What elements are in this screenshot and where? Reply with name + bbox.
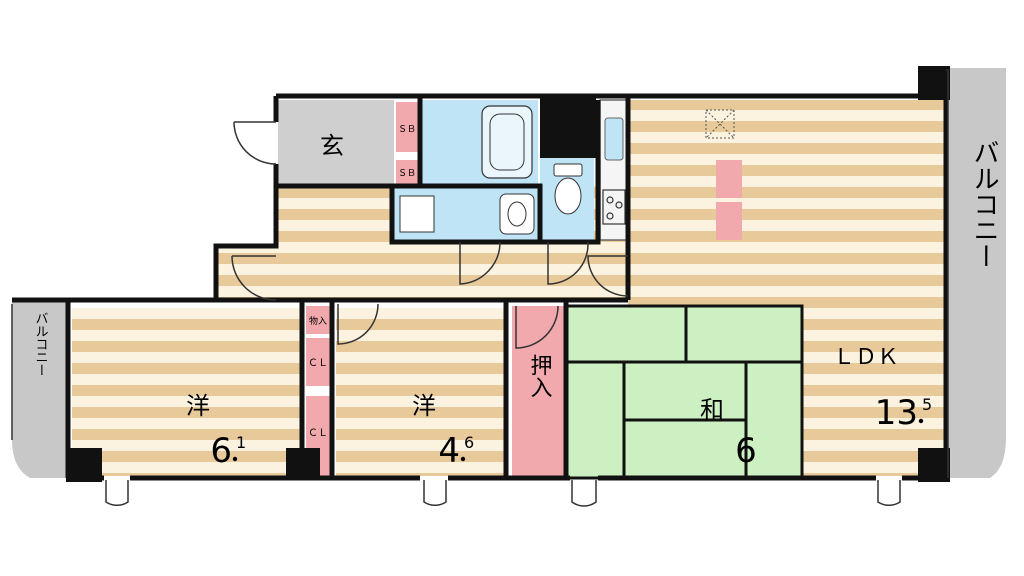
wall-columns <box>66 66 950 482</box>
ldk-size-int: 13 <box>875 393 918 433</box>
entrance-floor <box>278 100 394 186</box>
room1-type-label: 洋 <box>186 392 210 420</box>
room1-floor <box>72 308 302 476</box>
stove-icon <box>602 189 626 225</box>
doors <box>11 69 949 507</box>
closet-1-label: ＣＬ <box>308 358 328 369</box>
washitsu-type-label: 和 <box>700 396 724 424</box>
storage-monoire <box>306 306 330 334</box>
closet-2-label: ＣＬ <box>308 428 328 439</box>
room2-type-label: 洋 <box>412 392 436 420</box>
shoebox-2-label: ＳＢ <box>398 169 416 179</box>
washitsu-tatami <box>564 304 804 480</box>
washitsu-size: 6 <box>735 431 757 471</box>
room2-size-int: 4 <box>438 431 460 471</box>
room2-decimal-point <box>460 456 466 462</box>
storage-ldk-1 <box>716 160 742 198</box>
room1-size-int: 6 <box>210 431 232 471</box>
kitchen-sink <box>604 117 624 161</box>
shoebox-1-label: ＳＢ <box>398 125 416 135</box>
closet-cl1 <box>306 338 330 386</box>
shoebox-2 <box>396 160 418 184</box>
ldk-type-label: ＬＤＫ <box>833 345 899 370</box>
entrance-label: 玄 <box>320 132 344 160</box>
ldk-size-dec: 5 <box>922 395 932 414</box>
balcony-left <box>12 302 66 478</box>
shoebox-1 <box>396 102 418 152</box>
bathtub-icon <box>481 105 533 179</box>
balcony-right <box>948 68 1006 478</box>
ldk-decimal-point <box>918 418 924 424</box>
washer-icon <box>399 195 435 233</box>
hall-nook-floor <box>216 246 280 300</box>
balcony-left-label: バルコニー <box>33 312 49 377</box>
washbasin-icon <box>499 193 535 235</box>
room2-floor <box>336 308 504 476</box>
oshiire-label: 押入 <box>527 354 553 398</box>
room1-size-dec: 1 <box>236 433 246 452</box>
toilet-icon <box>553 163 583 215</box>
storage-label: 物入 <box>309 315 327 327</box>
room2-size-dec: 6 <box>464 433 474 452</box>
range-hood-icon <box>705 109 735 139</box>
balcony-right-label: バルコニー <box>969 139 999 269</box>
room1-decimal-point <box>232 456 238 462</box>
storage-ldk-2 <box>716 202 742 240</box>
closet-oshiire <box>512 306 566 478</box>
